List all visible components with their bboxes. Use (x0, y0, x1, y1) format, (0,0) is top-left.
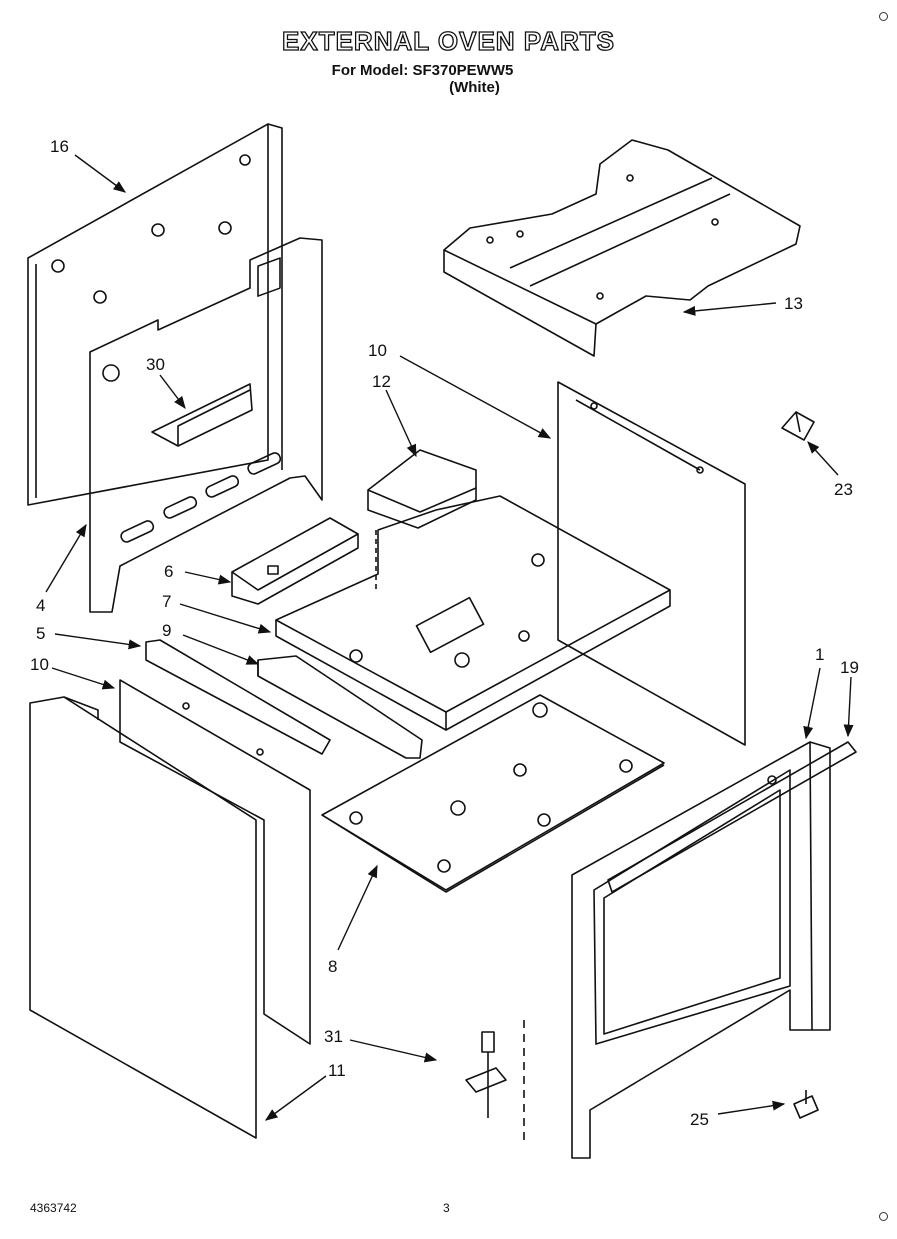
callout-label: 16 (50, 137, 69, 156)
callout-label: 12 (372, 372, 391, 391)
color-line: (White) (449, 79, 500, 96)
corner-mark (879, 12, 888, 21)
callout-label: 10 (368, 341, 387, 360)
part-8-bottom-plate (321, 694, 665, 893)
part-1-front-frame (571, 741, 831, 1159)
callout-label: 23 (834, 480, 853, 499)
page-title: EXTERNAL OVEN PARTS (281, 25, 615, 56)
leader-arrows (45, 154, 854, 1121)
callout-label: 11 (328, 1061, 346, 1080)
model-line: For Model: SF370PEWW5 (331, 62, 514, 79)
part-31-bolt (465, 1020, 525, 1140)
page-number: 3 (443, 1201, 450, 1215)
callout-label: 8 (328, 957, 337, 976)
callout-label: 13 (784, 294, 803, 313)
part-10-side-panel-left (119, 679, 311, 1045)
part-16-rear-panel (27, 123, 283, 506)
callout-label: 30 (146, 355, 165, 374)
part-5-rail (145, 639, 331, 756)
part-30-bracket (151, 383, 253, 447)
callout-label: 31 (324, 1027, 343, 1046)
part-19-hinge-bar (607, 741, 857, 893)
callout-label: 25 (690, 1110, 709, 1129)
callout-label: 5 (36, 624, 45, 643)
part-4-inner-panel (89, 237, 323, 613)
part-23-clip (781, 411, 815, 441)
callout-label: 7 (162, 592, 171, 611)
callout-label: 19 (840, 658, 859, 677)
part-6-channel (231, 517, 359, 605)
callout-label: 6 (164, 562, 173, 581)
callout-labels: 16 13 10 30 12 23 4 6 7 5 9 10 1 19 8 31… (30, 137, 859, 1129)
part-25-screw (793, 1090, 819, 1119)
document-number: 4363742 (30, 1201, 77, 1215)
callout-label: 4 (36, 596, 45, 615)
callout-label: 1 (815, 645, 824, 664)
callout-label: 10 (30, 655, 49, 674)
corner-mark (879, 1212, 888, 1221)
callout-label: 9 (162, 621, 171, 640)
part-11-side-panel (29, 696, 257, 1139)
part-10-side-panel-right (557, 381, 746, 746)
part-12-shield (367, 449, 477, 590)
part-7-bottom-frame (275, 495, 671, 731)
part-13-top-cover (443, 139, 801, 357)
